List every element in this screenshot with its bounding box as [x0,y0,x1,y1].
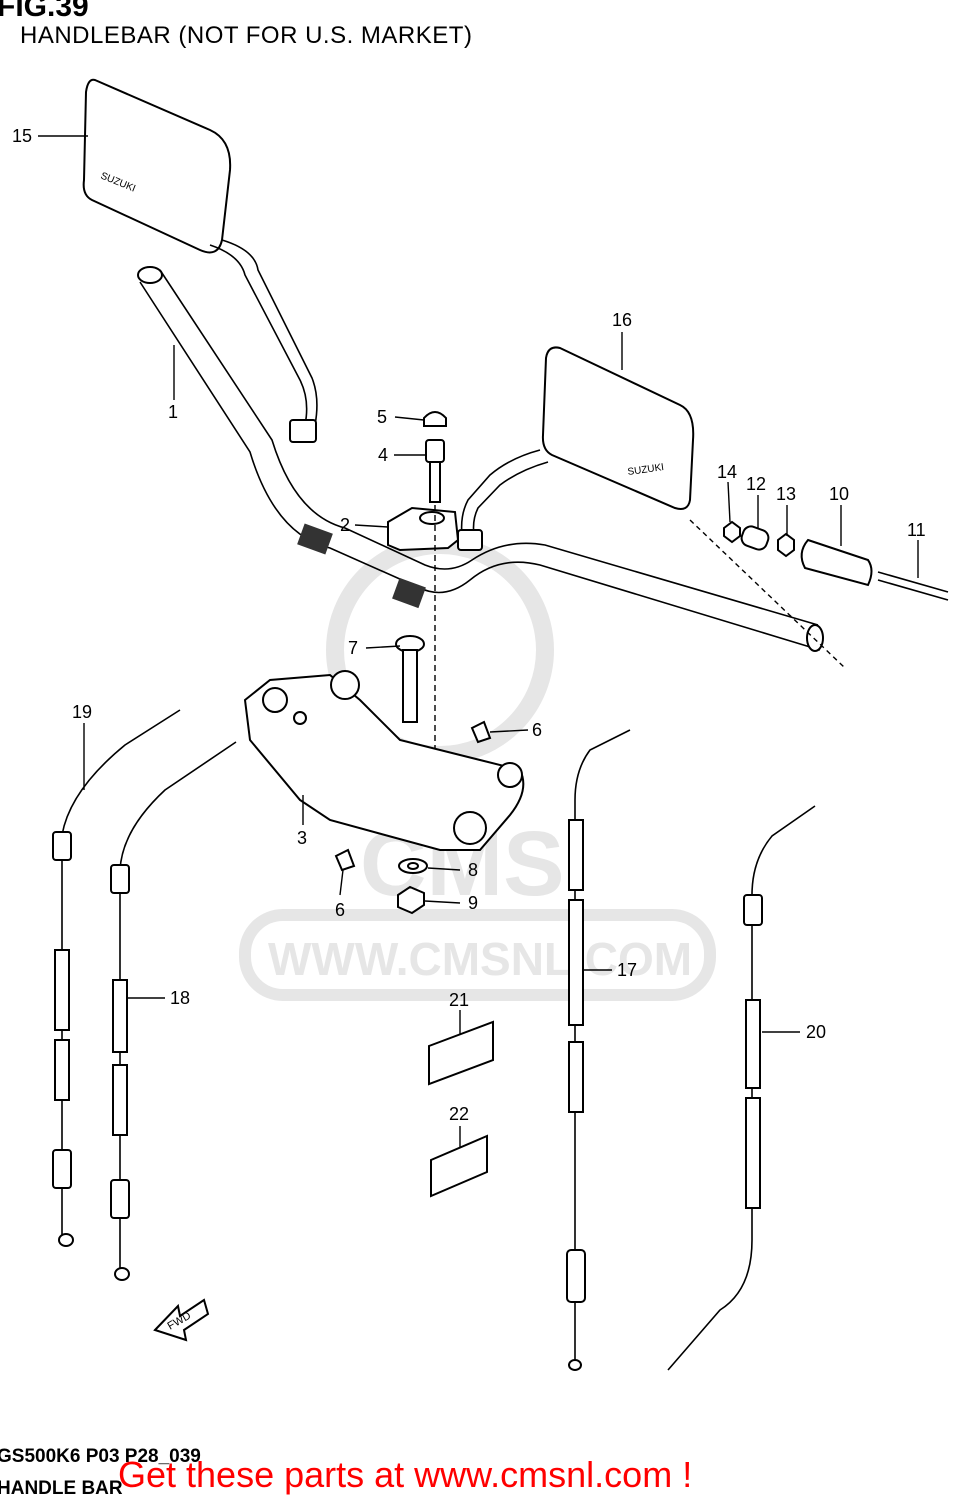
watermark-url: WWW.CMSNL.COM [268,933,692,985]
part-spacer-12 [740,525,770,551]
callout-labels: 15 1 16 5 4 2 14 12 13 10 11 7 19 6 3 8 … [12,126,926,1124]
part-cushion-upper [470,720,492,744]
part-nut-14 [723,520,741,544]
callout-10: 10 [829,484,849,504]
callout-7: 7 [348,638,358,658]
part-holder-upper [387,506,460,552]
callout-14: 14 [717,462,737,482]
callout-15: 15 [12,126,32,146]
fwd-arrow: FWD [153,1298,210,1342]
callout-12: 12 [746,474,766,494]
callout-3: 3 [297,828,307,848]
part-cable-20 [667,805,816,1371]
callout-16: 16 [612,310,632,330]
callout-2: 2 [340,515,350,535]
part-cable-17 [566,729,631,1371]
callout-19: 19 [72,702,92,722]
callout-1: 1 [168,402,178,422]
part-nut-9 [397,885,425,915]
callout-20: 20 [806,1022,826,1042]
figure-title: FIG.39 [0,0,89,23]
callout-6-lower: 6 [335,900,345,920]
figure-subtitle: HANDLEBAR (NOT FOR U.S. MARKET) [20,22,473,49]
leader-lines [38,135,919,1148]
part-label-22 [430,1134,488,1198]
part-washer [398,858,428,874]
diagram-name: HANDLE BAR [0,1478,123,1499]
part-cap [423,411,447,427]
part-cable-18 [110,741,237,1281]
part-handlebar [137,266,824,652]
part-cushion-lower [334,848,356,872]
promo-link[interactable]: Get these parts at www.cmsnl.com ! [118,1454,693,1495]
callout-4: 4 [378,445,388,465]
part-holder-lower [243,670,525,851]
callout-6-upper: 6 [532,720,542,740]
mirror-brand-right: SUZUKI [627,462,665,478]
callout-22: 22 [449,1104,469,1124]
callout-18: 18 [170,988,190,1008]
part-screw-11 [877,571,949,601]
part-bolt-7 [395,635,425,723]
callout-11: 11 [907,520,926,540]
part-cable-19 [52,709,181,1247]
part-balancer-10 [800,538,873,587]
diagram-code: GS500K6 P03 P28_039 [0,1446,201,1467]
callout-9: 9 [468,893,478,913]
part-label-21 [428,1020,494,1086]
callout-13: 13 [776,484,796,504]
part-mirror-right: SUZUKI [457,346,695,551]
callout-21: 21 [449,990,469,1010]
callout-8: 8 [468,860,478,880]
callout-17: 17 [617,960,637,980]
part-bolt-4 [425,439,445,503]
part-nut-13 [777,532,795,558]
part-mirror-left: SUZUKI [82,78,318,443]
callout-5: 5 [377,407,387,427]
